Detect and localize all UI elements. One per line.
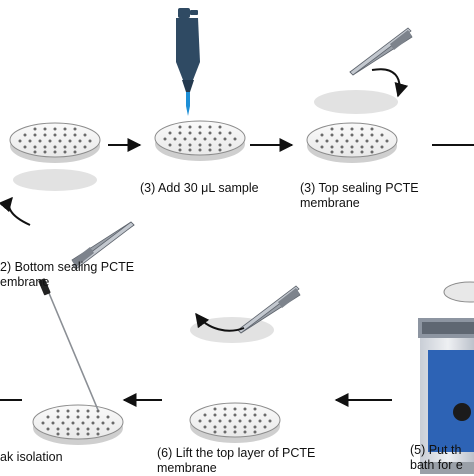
top-membrane bbox=[314, 90, 398, 114]
step7-label: ak isolation bbox=[0, 450, 63, 464]
perforated-disc-icon bbox=[9, 122, 101, 164]
perforated-disc-icon bbox=[32, 404, 124, 446]
pipette-icon bbox=[176, 8, 200, 116]
step5-label: (5) Put th bath for e bbox=[410, 443, 463, 472]
curved-arrow bbox=[0, 196, 31, 226]
step3-sample-label: (3) Add 30 μL sample bbox=[140, 181, 259, 195]
curved-arrow bbox=[371, 68, 409, 98]
bottom-membrane bbox=[13, 169, 97, 191]
needle-icon bbox=[38, 278, 99, 411]
ultrasonic-bath-icon bbox=[418, 281, 474, 474]
step6-label: (6) Lift the top layer of PCTE membrane bbox=[157, 446, 316, 475]
tweezers-icon bbox=[349, 27, 413, 76]
curved-arrow bbox=[195, 312, 245, 332]
perforated-disc-icon bbox=[189, 402, 281, 444]
perforated-disc-icon bbox=[306, 122, 398, 164]
step3-top-sealing-label: (3) Top sealing PCTE membrane bbox=[300, 181, 419, 210]
step2-label: 2) Bottom sealing PCTE embrane bbox=[0, 260, 135, 289]
perforated-disc-icon bbox=[154, 120, 246, 162]
